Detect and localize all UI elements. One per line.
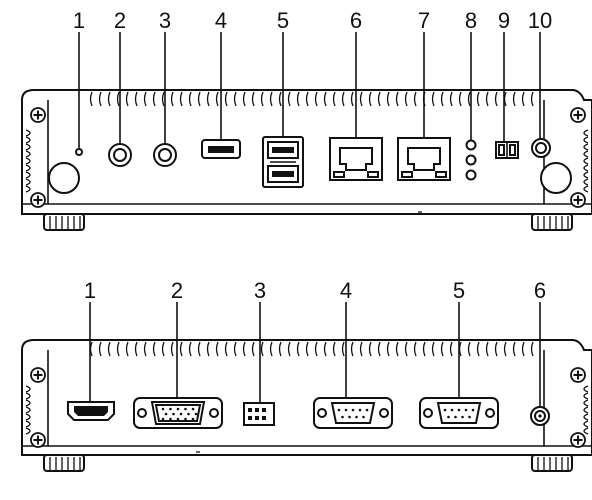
rear-screw-bl (30, 432, 46, 448)
front-audio-jack-1 (108, 143, 132, 167)
rear-screw-tl (30, 367, 46, 383)
front-top-fins (89, 91, 534, 107)
front-right-fins (583, 129, 589, 193)
rear-panel: 1 2 3 4 5 6 (21, 278, 592, 472)
front-label-7: 7 (418, 8, 430, 33)
front-audio-jack-2 (153, 143, 177, 167)
front-label-3: 3 (159, 8, 171, 33)
rear-terminal-block (243, 402, 275, 426)
rear-hdmi-port (67, 401, 115, 421)
front-label-1: 1 (73, 8, 85, 33)
front-usb-dual (262, 136, 304, 188)
front-screw-br (570, 192, 586, 208)
front-callout-labels: 1 2 3 4 5 6 7 8 9 10 (73, 8, 552, 33)
front-right-round-button (540, 162, 572, 194)
front-label-10: 10 (528, 8, 552, 33)
front-left-round-button (48, 162, 80, 194)
front-label-9: 9 (498, 8, 510, 33)
rear-serial-port-1 (313, 397, 393, 429)
rear-label-3: 3 (254, 278, 266, 303)
rear-label-1: 1 (84, 278, 96, 303)
front-leader-lines (78, 32, 541, 148)
front-reset-pinhole (75, 148, 83, 156)
rear-dc-power-jack (530, 406, 550, 426)
front-label-8: 8 (465, 8, 477, 33)
rear-vga-port (133, 397, 223, 429)
front-label-2: 2 (114, 8, 126, 33)
rear-left-fins (25, 385, 31, 435)
front-label-4: 4 (215, 8, 227, 33)
front-lan-port-1 (329, 137, 383, 181)
front-label-6: 6 (350, 8, 362, 33)
front-lan-port-2 (397, 137, 451, 181)
front-screw-tl (30, 107, 46, 123)
rear-label-6: 6 (534, 278, 546, 303)
front-usb-single (201, 139, 241, 159)
front-screw-tr (570, 107, 586, 123)
front-screw-bl (30, 192, 46, 208)
rear-leader-lines (89, 302, 541, 407)
rear-callout-labels: 1 2 3 4 5 6 (84, 278, 546, 303)
rear-screw-br (570, 432, 586, 448)
front-power-button (531, 138, 551, 158)
rear-label-5: 5 (453, 278, 465, 303)
front-panel: 1 2 3 4 5 6 7 8 9 10 (21, 8, 592, 231)
rear-label-2: 2 (171, 278, 183, 303)
front-status-leds (465, 139, 477, 181)
rear-serial-port-2 (419, 397, 499, 429)
rear-chassis-outline (21, 339, 592, 456)
front-left-fins (25, 129, 31, 193)
rear-screw-tr (570, 367, 586, 383)
front-label-5: 5 (277, 8, 289, 33)
rear-right-fins (583, 385, 589, 435)
front-power-terminal (495, 141, 519, 159)
rear-label-4: 4 (340, 278, 352, 303)
